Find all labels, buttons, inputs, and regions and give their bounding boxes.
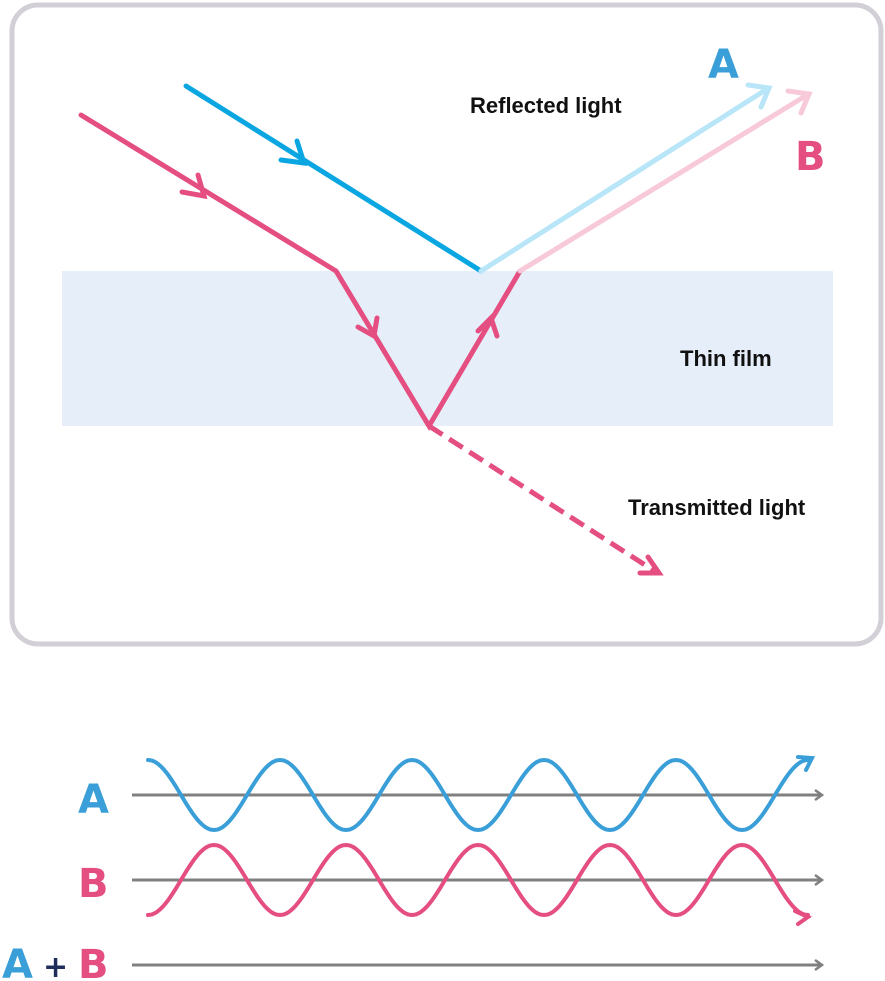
ray-b-incident-chevron [179,172,208,200]
sum-plus-label: + [43,950,68,981]
transmitted-arrowhead [637,554,664,576]
wave-a-label: A [78,777,109,823]
ray-b-label: B [795,134,826,180]
wave-b-arrowhead [793,909,812,926]
ray-a-incident-chevron [278,138,308,166]
transmitted-ray [427,423,658,575]
reflected-light-label: Reflected light [470,93,622,118]
wave-a [146,757,810,833]
ray-b-refracted-chevron [355,315,380,340]
thin-film-label: Thin film [680,346,772,371]
ray-b-internal-reflected-chevron [475,313,500,339]
ray-a-arrowhead [745,82,773,110]
ray-a-reflected [478,86,770,274]
ray-b-arrowhead [785,88,813,116]
wave-b-label: B [78,861,109,907]
sum-b-label: B [78,942,109,981]
ray-a-label: A [708,42,739,88]
ray-b-reflected [517,92,810,274]
transmitted-light-label: Transmitted light [628,495,806,520]
thin-film-layer [62,271,833,426]
sum-a-label: A [2,942,33,981]
wave-a-arrowhead [796,755,816,772]
ray-b-incident-and-refracted [78,112,523,431]
ray-a-incident [183,83,484,274]
wave-b [146,842,810,918]
